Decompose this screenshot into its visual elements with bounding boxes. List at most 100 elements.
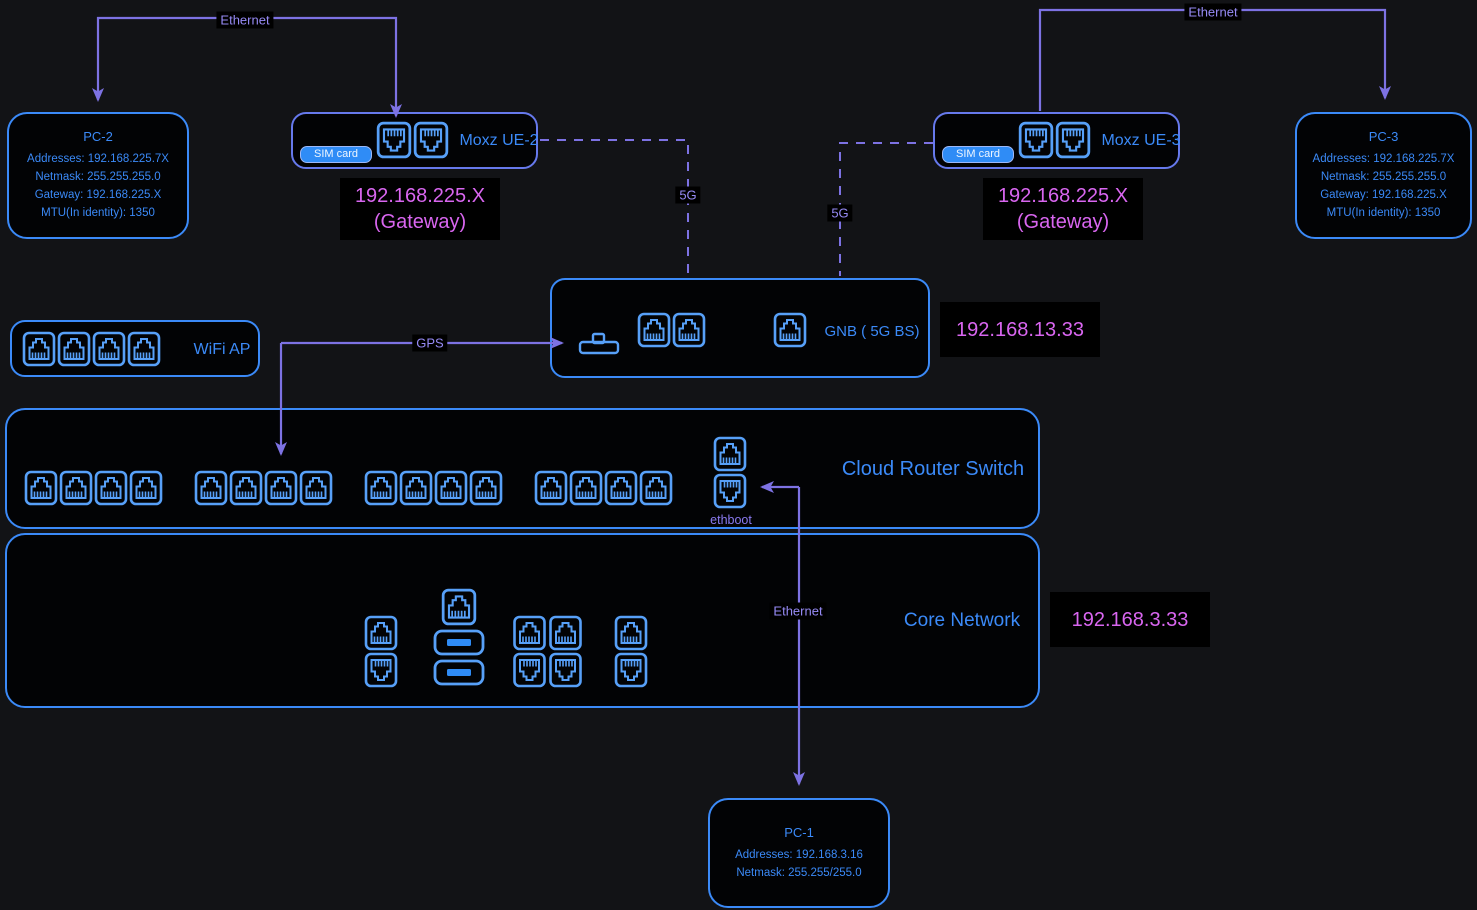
- node-gnb: GNB ( 5G BS): [550, 278, 930, 378]
- core-port-pair-right: [614, 615, 648, 688]
- ethernet-wire-moxz-ue3: [1038, 8, 1213, 111]
- cloud-router-port-group-3: [364, 470, 503, 506]
- ethernet-port-icon: [57, 331, 91, 367]
- moxz-ue2-gateway-ip-line2: (Gateway): [373, 211, 467, 233]
- pc3-addresses: Addresses: 192.168.225.7X: [1312, 153, 1455, 165]
- ethernet-port-icon: [129, 470, 163, 506]
- ethernet-port-icon: [127, 331, 161, 367]
- ethernet-port-icon: [548, 615, 583, 651]
- ethernet-port-icon: [614, 615, 648, 651]
- ethernet-port-icon: [92, 331, 126, 367]
- ethernet-port-icon: [299, 470, 333, 506]
- ethernet-port-icon: [1018, 121, 1054, 159]
- ethernet-port-icon: [399, 470, 433, 506]
- ethernet-label-top-right: Ethernet: [1184, 3, 1242, 21]
- fiveg-wire-ue2-gnb: [540, 139, 689, 276]
- ethernet-port-icon: [469, 470, 503, 506]
- sim-card-badge: SIM card: [942, 146, 1014, 163]
- ethernet-port-icon: [637, 312, 671, 348]
- node-pc3: PC-3 Addresses: 192.168.225.7X Netmask: …: [1295, 112, 1472, 239]
- gnb-title: GNB ( 5G BS): [824, 323, 920, 340]
- pc2-mtu: MTU(In identity): 1350: [41, 207, 155, 219]
- ethboot-label: ethboot: [710, 513, 752, 527]
- gnb-ip: 192.168.13.33: [940, 302, 1100, 357]
- pc3-netmask: Netmask: 255.255.255.0: [1320, 171, 1447, 183]
- gps-antenna-icon: [578, 332, 620, 356]
- server-led-bar-icon: [433, 629, 485, 656]
- ethernet-port-icon: [569, 470, 603, 506]
- pc1-netmask: Netmask: 255.255/255.0: [736, 866, 862, 879]
- ethernet-port-icon: [604, 470, 638, 506]
- fiveg-wire-ue3-gnb: [839, 142, 933, 276]
- pc1-title: PC-1: [784, 824, 814, 840]
- ethernet-port-icon: [22, 331, 56, 367]
- ethernet-port-icon: [534, 470, 568, 506]
- ethernet-port-icon: [512, 652, 547, 688]
- ethernet-port-icon: [434, 470, 468, 506]
- sim-card-badge: SIM card: [300, 146, 372, 163]
- moxz-ue2-gateway-ip: 192.168.225.X (Gateway): [340, 178, 500, 240]
- ethernet-wire-moxz-ue2: [245, 16, 402, 118]
- node-moxz-ue3: SIM card Moxz UE-3: [933, 112, 1181, 169]
- server-led-bar-icon: [433, 659, 485, 686]
- ethernet-port-icon: [512, 615, 547, 651]
- pc2-title: PC-2: [83, 129, 113, 144]
- ethernet-wire-pc2: [92, 16, 245, 102]
- node-wifi-ap: WiFi AP: [10, 320, 260, 377]
- ethernet-port-icon: [364, 615, 398, 651]
- ethernet-port-icon: [548, 652, 583, 688]
- ethernet-port-icon: [94, 470, 128, 506]
- core-network-ip: 192.168.3.33: [1050, 592, 1210, 647]
- pc2-netmask: Netmask: 255.255.255.0: [35, 171, 161, 183]
- ethernet-port-icon: [194, 470, 228, 506]
- ethernet-port-icon: [24, 470, 58, 506]
- moxz-ue3-gateway-ip-line1: 192.168.225.X: [997, 185, 1129, 207]
- ethernet-port-icon: [376, 121, 412, 159]
- node-pc2: PC-2 Addresses: 192.168.225.7X Netmask: …: [7, 112, 189, 239]
- cloud-router-port-group-1: [24, 470, 163, 506]
- ethernet-port-icon: [713, 436, 747, 472]
- ethernet-wire-pc3: [1213, 8, 1391, 100]
- cloud-router-title: Cloud Router Switch: [841, 458, 1025, 480]
- ethernet-port-icon: [364, 652, 398, 688]
- ethernet-port-icon: [713, 473, 747, 509]
- moxz-ue3-gateway-ip: 192.168.225.X (Gateway): [983, 178, 1143, 240]
- cloud-router-port-group-4: [534, 470, 673, 506]
- ethernet-port-icon: [413, 121, 449, 159]
- node-core-network: Core Network: [5, 533, 1040, 708]
- pc2-addresses: Addresses: 192.168.225.7X: [27, 153, 169, 165]
- pc3-gateway: Gateway: 192.168.225.X: [1320, 189, 1447, 201]
- moxz-ue3-ports: [1018, 121, 1091, 159]
- moxz-ue3-gateway-ip-line2: (Gateway): [1016, 211, 1110, 233]
- ethernet-port-icon: [59, 470, 93, 506]
- ethboot-port-stack: [713, 436, 747, 509]
- pc1-addresses: Addresses: 192.168.3.16: [735, 848, 863, 861]
- ethernet-port-icon: [264, 470, 298, 506]
- node-pc1: PC-1 Addresses: 192.168.3.16 Netmask: 25…: [708, 798, 890, 908]
- pc3-title: PC-3: [1368, 129, 1399, 144]
- core-network-title: Core Network: [903, 610, 1021, 631]
- wifi-ap-ports: [22, 331, 161, 367]
- moxz-ue2-gateway-ip-line1: 192.168.225.X: [354, 185, 486, 207]
- ethernet-label-bottom: Ethernet: [769, 602, 827, 620]
- pc2-gateway: Gateway: 192.168.225.X: [34, 189, 162, 201]
- moxz-ue3-title: Moxz UE-3: [1101, 132, 1181, 149]
- ethernet-port-icon: [1055, 121, 1091, 159]
- ethernet-port-icon: [438, 588, 480, 626]
- ethernet-label-top-left: Ethernet: [216, 11, 274, 29]
- cloud-router-port-group-2: [194, 470, 333, 506]
- gnb-port-single: [773, 312, 807, 348]
- ethernet-port-icon: [672, 312, 706, 348]
- wifi-ap-title: WiFi AP: [193, 341, 251, 358]
- core-port-pair-left: [364, 615, 398, 688]
- gnb-port-pair: [637, 312, 706, 348]
- pc3-mtu: MTU(In identity): 1350: [1326, 207, 1441, 219]
- fiveg-label-left: 5G: [675, 186, 701, 204]
- ethernet-port-icon: [364, 470, 398, 506]
- ethernet-port-icon: [773, 312, 807, 348]
- moxz-ue2-title: Moxz UE-2: [459, 132, 539, 149]
- moxz-ue2-ports: [376, 121, 449, 159]
- gps-label: GPS: [412, 334, 448, 352]
- ethernet-port-icon: [614, 652, 648, 688]
